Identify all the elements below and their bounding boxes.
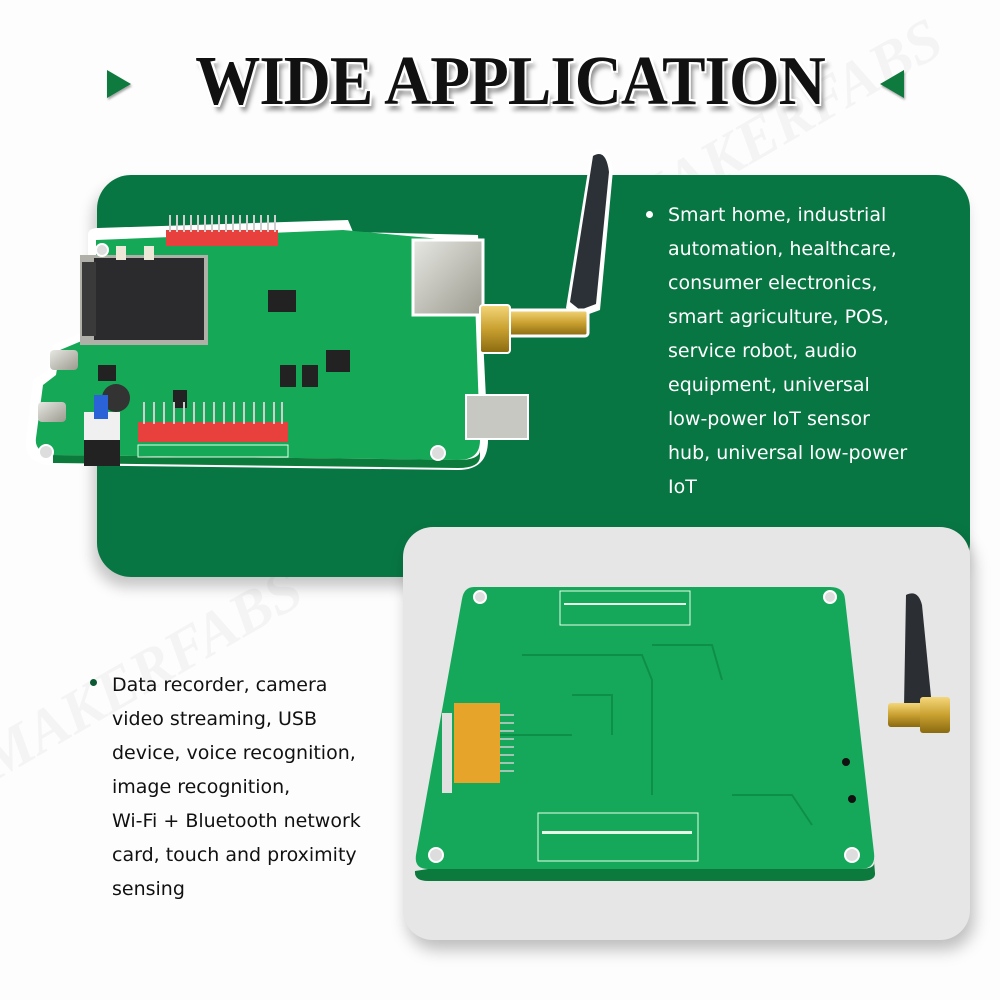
application-text-line: automation, healthcare, xyxy=(668,238,897,260)
application-text-line: image recognition, xyxy=(112,776,291,798)
board-back-image xyxy=(414,587,950,881)
application-text-line: Wi-Fi + Bluetooth network xyxy=(112,810,361,832)
application-text-line: device, voice recognition, xyxy=(112,742,356,764)
bullet-dot-icon xyxy=(90,679,97,686)
application-text-line: consumer electronics, xyxy=(668,272,878,294)
application-text-line: service robot, audio xyxy=(668,340,857,362)
application-text-line: card, touch and proximity xyxy=(112,844,357,866)
application-text-line: equipment, universal xyxy=(668,374,870,396)
triangle-left-icon xyxy=(880,70,904,98)
application-text-line: IoT xyxy=(668,476,697,498)
header: WIDE APPLICATION xyxy=(0,40,1000,150)
board-front-image xyxy=(25,149,613,470)
bullet-dot-icon xyxy=(646,211,653,218)
application-text-line: Data recorder, camera xyxy=(112,674,328,696)
application-text-line: hub, universal low-power xyxy=(668,442,908,464)
application-text-line: smart agriculture, POS, xyxy=(668,306,890,328)
application-text-line: video streaming, USB xyxy=(112,708,317,730)
application-text-line: Smart home, industrial xyxy=(668,204,887,226)
triangle-right-icon xyxy=(107,70,131,98)
application-text-line: low-power IoT sensor xyxy=(668,408,870,430)
application-text-line: sensing xyxy=(112,878,185,900)
page-title: WIDE APPLICATION xyxy=(195,43,826,120)
